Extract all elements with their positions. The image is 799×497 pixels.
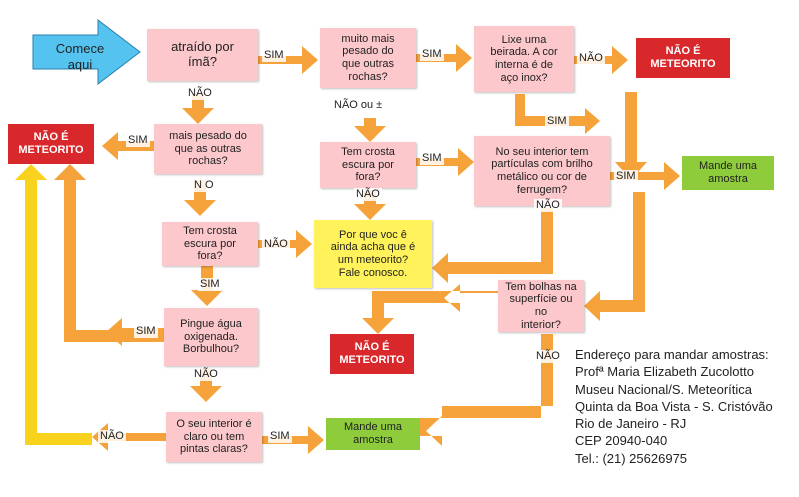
arrow-q7-q6	[416, 148, 474, 176]
arrow-up-nm2	[54, 164, 164, 342]
label-sim-q1-q2: SIM	[262, 49, 286, 62]
label-nao-q9: NÃO	[534, 350, 562, 363]
start-arrow-shape	[32, 18, 141, 86]
arrow-q3-down	[515, 94, 600, 134]
arrow-q10-q11	[190, 368, 222, 402]
label-nao-q6: NÃO	[534, 199, 562, 212]
arrow-q9-nm3	[362, 284, 498, 334]
label-nao-ou: NÃO ou ±	[332, 99, 385, 112]
arrow-q6-q8	[432, 208, 553, 283]
arrow-q3-send1	[615, 92, 647, 180]
arrow-q11-left	[92, 423, 166, 451]
arrow-q2-q7	[354, 118, 386, 142]
label-sim-q4: SIM	[126, 134, 150, 147]
label-nao-q10: NÃO	[192, 368, 220, 381]
arrow-q2-q3	[416, 44, 472, 72]
label-sim-q5: SIM	[198, 278, 222, 291]
label-sim-q7: SIM	[420, 152, 444, 165]
arrow-q11-send	[262, 426, 324, 454]
arrow-q7-q8	[354, 190, 386, 220]
label-sim-q3-down: SIM	[545, 115, 569, 128]
label-nao-q5: NÃO	[262, 238, 290, 251]
label-sim-q10: SIM	[134, 325, 158, 338]
arrow-right-q9	[584, 192, 645, 321]
label-sim-q2-q3: SIM	[420, 48, 444, 61]
arrow-q9-send	[420, 334, 553, 446]
label-nao-q3: NÃO	[577, 52, 605, 65]
label-sim-q6: SIM	[614, 170, 638, 183]
arrow-q4-q5	[184, 180, 216, 216]
arrow-q6-send2	[610, 162, 680, 190]
shipping-address: Endereço para mandar amostras: Profª Mar…	[575, 347, 773, 466]
label-nao-q7: NÃO	[354, 188, 382, 201]
label-n-o-q4: N O	[192, 179, 216, 192]
arrow-yellow-up	[15, 164, 92, 445]
start-label: Comece aqui	[55, 41, 105, 72]
label-nao-q11: NÃO	[98, 430, 126, 443]
arrow-q1-q2	[258, 46, 318, 74]
label-sim-q11: SIM	[268, 430, 292, 443]
arrow-q1-q4	[182, 94, 214, 124]
label-nao-q1: NÃO	[186, 87, 214, 100]
